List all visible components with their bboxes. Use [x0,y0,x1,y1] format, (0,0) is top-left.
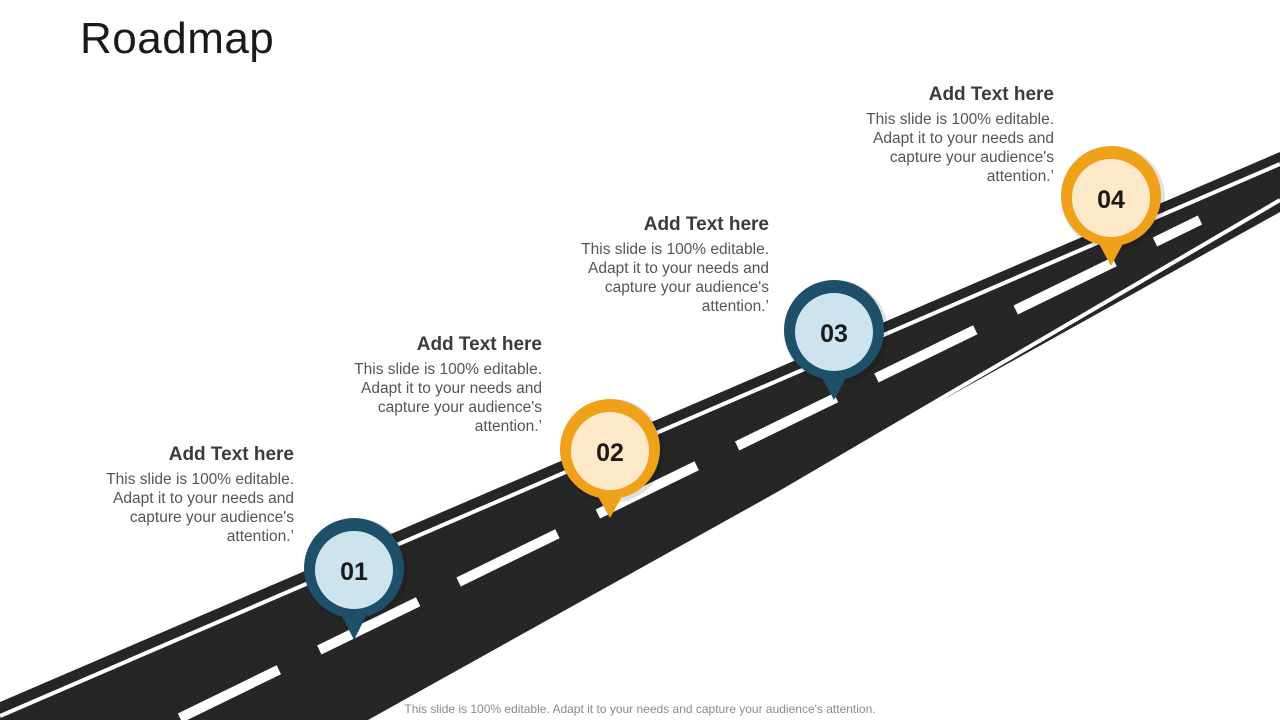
slide-footer: This slide is 100% editable. Adapt it to… [404,702,876,716]
pin-inner-disc [315,531,393,609]
milestone-body: This slide is 100% editable. Adapt it to… [106,471,294,545]
pin-pointer [340,612,368,640]
milestone-heading: Add Text here [416,334,542,355]
milestone-text-01: Add Text here This slide is 100% editabl… [64,444,294,546]
slide-title: Roadmap [80,14,275,63]
milestone-body: This slide is 100% editable. Adapt it to… [581,241,769,315]
pin-pointer [820,374,848,400]
milestone-heading: Add Text here [643,214,769,235]
pin-inner-disc [571,412,649,490]
pin-number: 03 [820,320,848,348]
milestone-heading: Add Text here [168,444,294,465]
pin-number: 02 [596,439,624,467]
milestone-pin-01: 01 [304,518,408,640]
milestone-pin-02: 02 [560,399,664,518]
milestone-body: This slide is 100% editable. Adapt it to… [354,361,542,435]
milestone-heading: Add Text here [928,84,1054,105]
pin-number: 01 [340,558,368,586]
pin-pointer [1097,240,1125,266]
milestone-text-04: Add Text here This slide is 100% editabl… [824,84,1054,186]
milestone-pin-03: 03 [784,280,888,400]
milestone-body: This slide is 100% editable. Adapt it to… [866,111,1054,185]
pin-pointer [596,493,624,518]
road-edge-line-right [390,198,1280,720]
milestone-text-03: Add Text here This slide is 100% editabl… [539,214,769,316]
pin-number: 04 [1097,186,1125,214]
pin-inner-disc [795,293,873,371]
milestone-pin-04: 04 [1061,146,1165,266]
pin-inner-disc [1072,159,1150,237]
milestone-text-02: Add Text here This slide is 100% editabl… [312,334,542,436]
road-center-dashes [177,215,1203,720]
